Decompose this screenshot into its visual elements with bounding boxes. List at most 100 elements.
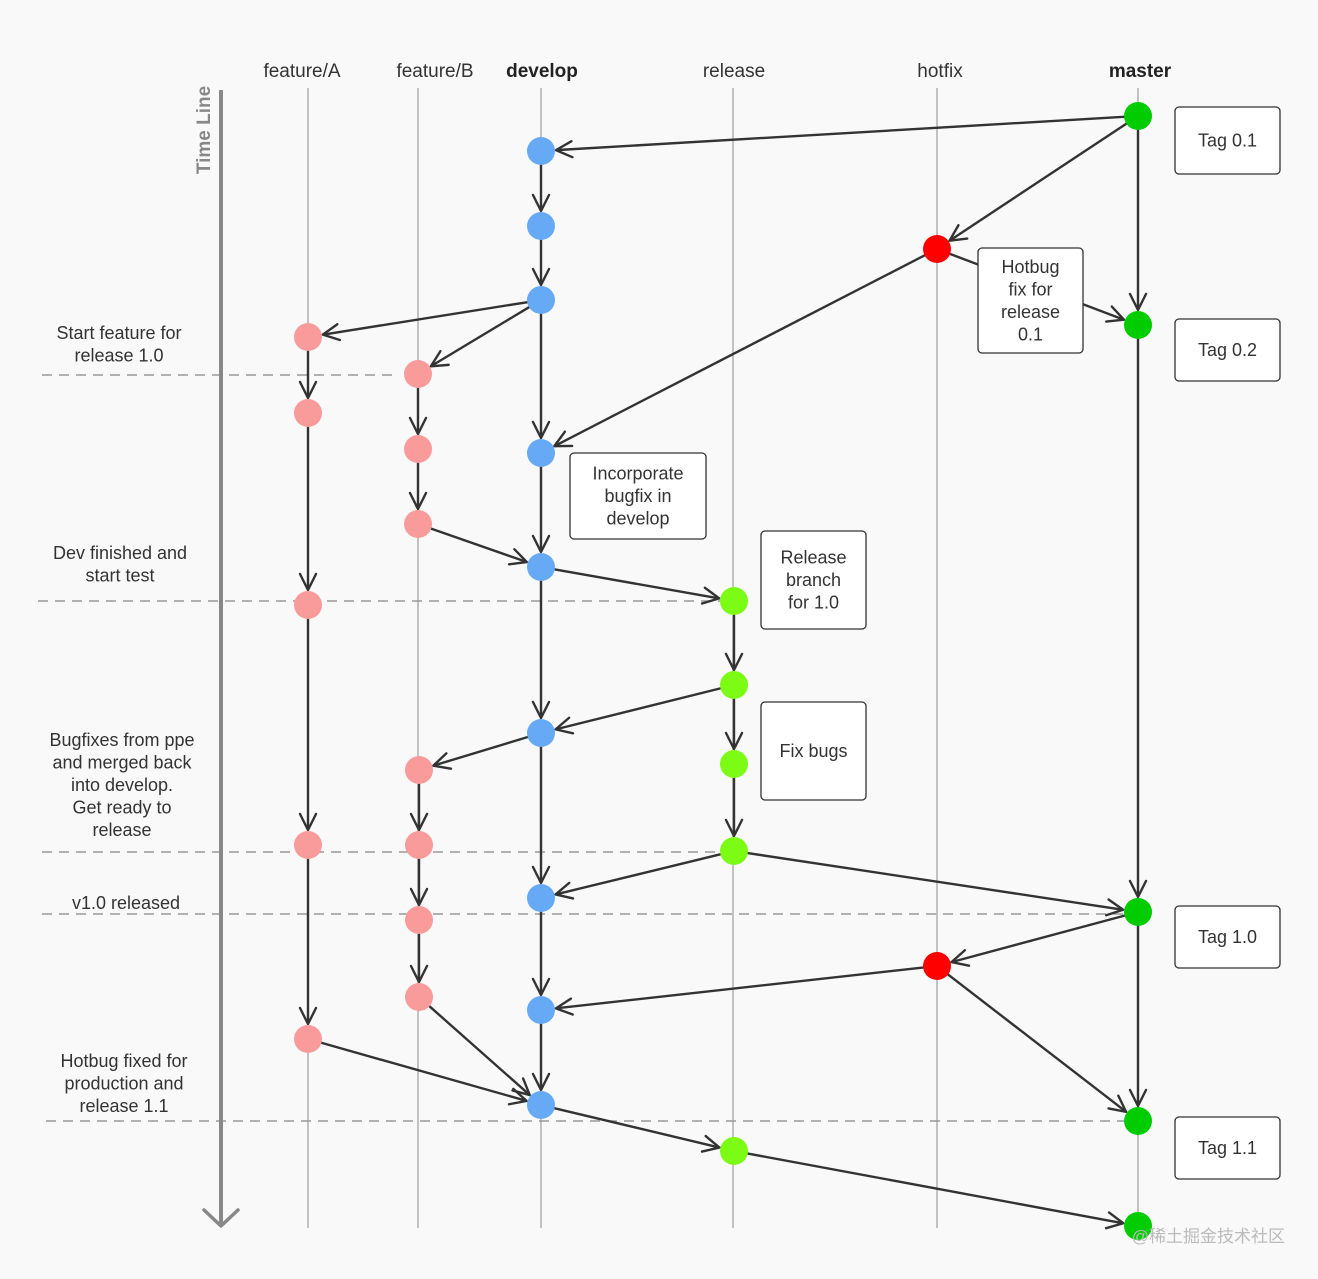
commit-node-m5	[1124, 1212, 1152, 1240]
note-box-frame	[1174, 1116, 1281, 1180]
commit-node-h2	[923, 952, 951, 980]
edge-b7-to-d9	[427, 1004, 531, 1097]
commit-node-r4	[720, 837, 748, 865]
edge-r4-to-d7	[554, 852, 723, 900]
commit-node-d8	[527, 996, 555, 1024]
side-note-4: release 1.1	[79, 1096, 168, 1116]
commit-node-m4	[1124, 1107, 1152, 1135]
commit-node-a2	[294, 399, 322, 427]
commit-node-a3	[294, 591, 322, 619]
note-box-text: for 1.0	[788, 593, 839, 613]
note-box-tag11: Tag 1.1	[1174, 1116, 1281, 1180]
side-note-2: and merged back	[52, 753, 192, 773]
side-note-0: Start feature for	[56, 323, 181, 343]
note-box-text: Tag 1.1	[1198, 1138, 1257, 1158]
commit-node-b5	[405, 831, 433, 859]
commit-node-r2	[720, 671, 748, 699]
commit-node-b6	[405, 906, 433, 934]
note-box-tag01: Tag 0.1	[1174, 106, 1281, 175]
commit-node-b2	[404, 435, 432, 463]
commit-node-m2	[1124, 311, 1152, 339]
note-box-text: Tag 1.0	[1198, 927, 1257, 947]
commit-node-d3	[527, 286, 555, 314]
note-box-frame	[977, 247, 1084, 354]
edge-h2-to-d8	[554, 966, 926, 1016]
commit-node-d9	[527, 1091, 555, 1119]
edge-a5-to-d9	[319, 1041, 528, 1106]
note-box-text: Hotbug	[1001, 257, 1059, 277]
commit-node-d1	[527, 137, 555, 165]
commit-node-m1	[1124, 102, 1152, 130]
edge-m1-to-h1	[948, 121, 1129, 242]
edge-d6-to-b4	[432, 735, 530, 770]
side-note-1: Dev finished and	[53, 543, 187, 563]
side-note-1: start test	[85, 566, 154, 586]
edge-r2-to-d6	[554, 686, 723, 735]
lane-label-hotfix: hotfix	[917, 61, 963, 82]
commit-node-d6	[527, 719, 555, 747]
lane-label-master: master	[1109, 61, 1172, 82]
note-box-text: Tag 0.1	[1198, 131, 1257, 151]
commit-node-r5	[720, 1137, 748, 1165]
edge-d3-to-b1	[429, 305, 532, 368]
commit-node-a1	[294, 323, 322, 351]
note-box-frame	[760, 530, 867, 630]
note-box-fixbugs: Fix bugs	[760, 701, 867, 801]
note-box-text: bugfix in	[604, 486, 671, 506]
lane-label-featureA: feature/A	[263, 61, 340, 82]
lane-label-featureB: feature/B	[396, 61, 473, 82]
commit-node-a5	[294, 1025, 322, 1053]
edge-r5-to-m5	[745, 1152, 1125, 1230]
commit-node-b4	[405, 756, 433, 784]
note-box-text: fix for	[1008, 279, 1052, 299]
note-box-frame	[569, 452, 707, 540]
note-box-frame	[1174, 905, 1281, 969]
edge-r4-to-m3	[745, 851, 1125, 917]
note-box-frame	[1174, 106, 1281, 175]
edge-d9-to-r5	[552, 1106, 721, 1153]
timeline-label: Time Line	[194, 86, 215, 174]
commit-node-d4	[527, 439, 555, 467]
commit-node-d5	[527, 553, 555, 581]
commit-node-a4	[294, 831, 322, 859]
commit-node-h1	[923, 235, 951, 263]
edge-h2-to-m4	[945, 972, 1128, 1114]
note-box-frame	[760, 701, 867, 801]
lane-label-develop: develop	[506, 61, 578, 82]
edge-m1-to-d1	[554, 115, 1127, 159]
note-box-text: Fix bugs	[779, 741, 847, 761]
note-box-text: Incorporate	[592, 464, 683, 484]
note-box-frame	[1174, 318, 1281, 382]
side-note-2: release	[92, 820, 151, 840]
side-note-2: Get ready to	[72, 798, 171, 818]
commit-node-b7	[405, 983, 433, 1011]
side-note-2: Bugfixes from ppe	[49, 730, 194, 750]
commit-node-m3	[1124, 898, 1152, 926]
note-box-tag10: Tag 1.0	[1174, 905, 1281, 969]
lane-label-release: release	[703, 61, 765, 82]
note-box-text: release	[1001, 302, 1060, 322]
commit-node-r3	[720, 750, 748, 778]
edge-m3-to-h2	[950, 913, 1127, 967]
commit-node-b1	[404, 360, 432, 388]
edge-h1-to-d4	[553, 253, 927, 448]
watermark-text: @稀土掘金技术社区	[1132, 1227, 1285, 1246]
note-box-text: branch	[786, 570, 841, 590]
side-note-3: v1.0 released	[72, 893, 180, 913]
edge-d5-to-r1	[552, 567, 721, 605]
note-box-text: Tag 0.2	[1198, 340, 1257, 360]
edge-b3-to-d5	[428, 526, 529, 566]
commit-node-r1	[720, 587, 748, 615]
commit-node-d2	[527, 212, 555, 240]
note-box-tag02: Tag 0.2	[1174, 318, 1281, 382]
side-note-4: Hotbug fixed for	[60, 1051, 187, 1071]
side-note-4: production and	[64, 1074, 183, 1094]
edge-d3-to-a1	[321, 300, 530, 342]
note-box-text: 0.1	[1018, 324, 1043, 344]
side-note-2: into develop.	[71, 775, 173, 795]
side-note-0: release 1.0	[74, 346, 163, 366]
